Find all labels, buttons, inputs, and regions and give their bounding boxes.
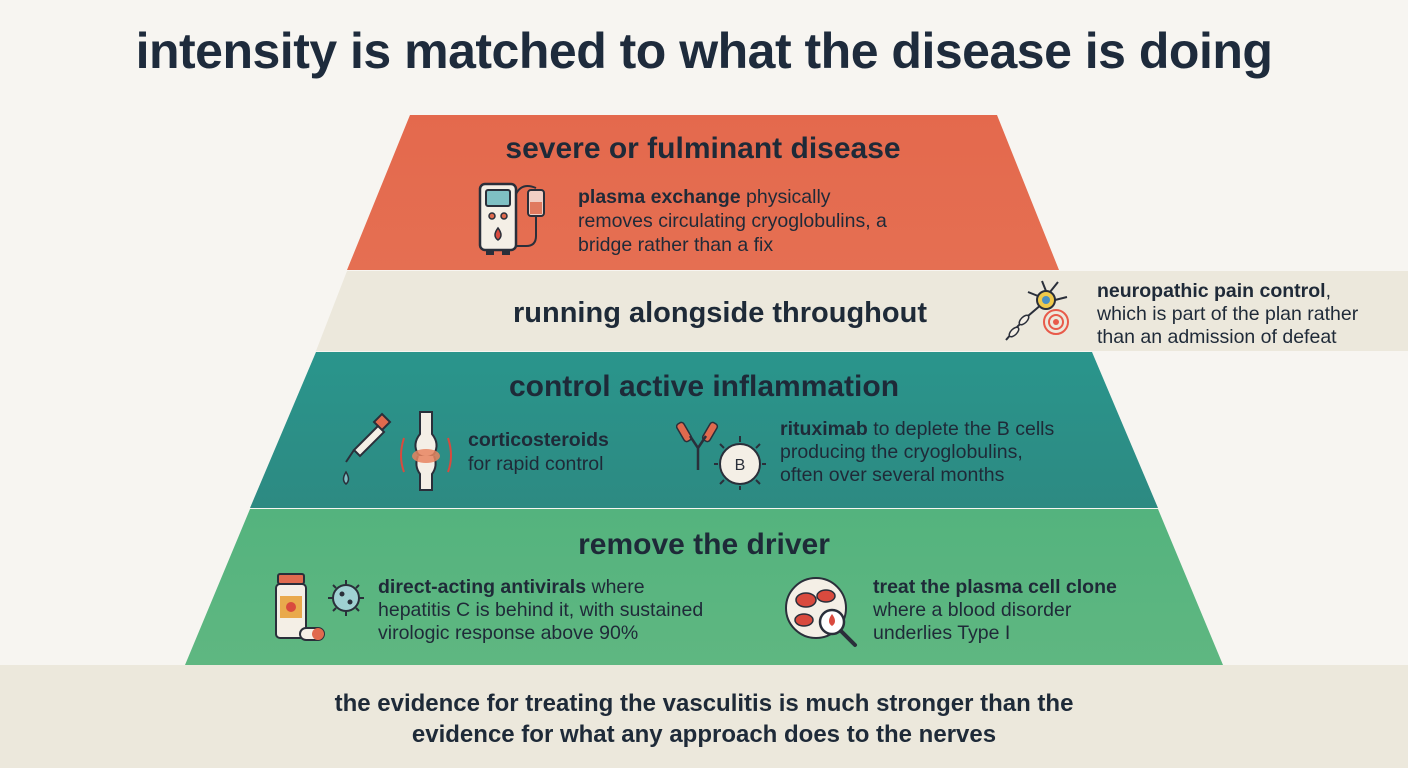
antiviral-medication-icon — [275, 573, 364, 641]
plasma-cell-clone-label: treat the plasma cell clone — [873, 576, 1117, 598]
footer-note: the evidence for treating the vasculitis… — [334, 690, 1074, 748]
tier-driver-title: remove the driver — [578, 528, 830, 561]
rituximab-label: rituximab — [780, 418, 868, 440]
tier-driver-band — [185, 509, 1223, 665]
antivirals-label: direct-acting antivirals — [378, 576, 587, 598]
plasma-exchange-label: plasma exchange — [578, 186, 741, 208]
tier-inflammation-band — [250, 352, 1158, 508]
neuropathic-pain-label: neuropathic pain control — [1097, 280, 1326, 302]
plasma-cell-clone-text: treat the plasma cell clone where a bloo… — [873, 576, 1117, 644]
tier-severe-title: severe or fulminant disease — [505, 132, 901, 165]
corticosteroids-text: corticosteroids for rapid control — [468, 429, 609, 475]
neuron-pain-icon — [1005, 280, 1069, 341]
footer-band — [0, 665, 1408, 768]
antivirals-text: direct-acting antivirals where hepatitis… — [378, 576, 704, 644]
neuropathic-pain-text: neuropathic pain control, which is part … — [1097, 280, 1359, 348]
rituximab-text: rituximab to deplete the B cells produci… — [780, 418, 1055, 486]
corticosteroids-label: corticosteroids — [468, 429, 609, 451]
plasma-exchange-machine-icon — [478, 182, 545, 255]
tier-alongside-title: running alongside throughout — [513, 297, 927, 329]
plasma-exchange-text: plasma exchange physically removes circu… — [578, 186, 887, 256]
svg-text:B: B — [735, 457, 746, 474]
dropper-joint-icon — [342, 411, 452, 491]
tier-severe-band — [347, 115, 1059, 270]
tier-alongside-band — [316, 271, 1408, 351]
blood-cell-magnifier-icon — [785, 577, 857, 647]
tier-inflammation-title: control active inflammation — [508, 370, 900, 403]
page-title: intensity is matched to what the disease… — [135, 23, 1273, 79]
antibody-b-cell-icon: B — [676, 421, 766, 490]
